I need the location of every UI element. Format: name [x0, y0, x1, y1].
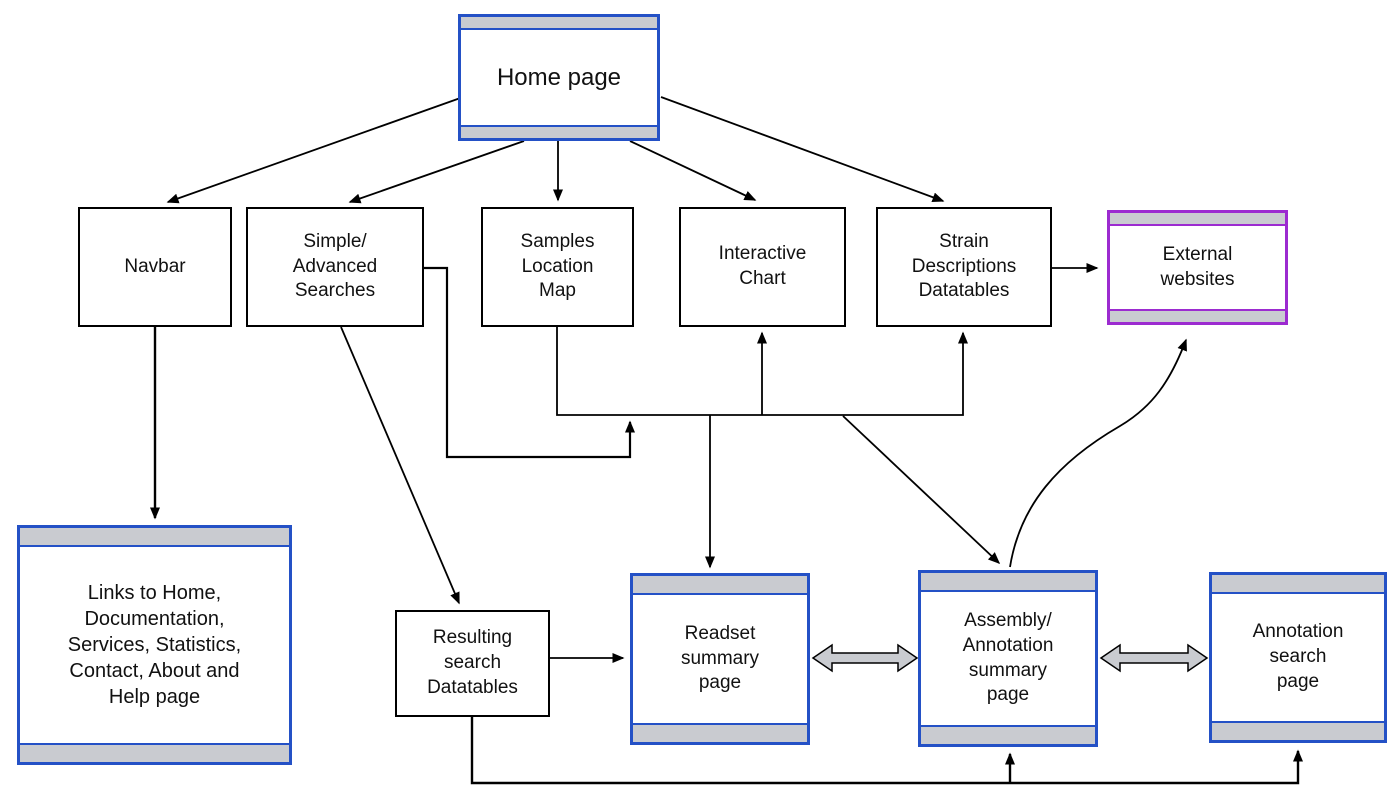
node-external-websites-label: External websites	[1160, 243, 1235, 290]
node-strain-descriptions-datatables-label: Strain Descriptions Datatables	[911, 230, 1017, 302]
window-bottom-bar	[633, 723, 807, 742]
node-resulting-search-datatables-label: Resulting search Datatables	[427, 627, 518, 698]
node-links-page-label: Links to Home, Documentation, Services, …	[67, 582, 242, 708]
node-assembly-annotation-summary-page: Assembly/ Annotation summary page	[918, 570, 1098, 747]
window-bottom-bar	[461, 125, 657, 138]
edge-connector-to-assembly	[842, 415, 1001, 565]
window-top-bar	[633, 576, 807, 595]
edge-home-to-strain	[660, 96, 945, 203]
edge-searches-to-resulting	[340, 326, 460, 605]
block-arrow-readset-assembly	[811, 643, 919, 673]
window-bottom-bar	[1212, 721, 1384, 740]
node-navbar-label: Navbar	[124, 255, 186, 277]
node-strain-descriptions-datatables: Strain Descriptions Datatables	[876, 207, 1052, 327]
node-samples-location-map: Samples Location Map	[481, 207, 634, 327]
node-readset-summary-page-label: Readset summary page	[680, 622, 760, 694]
node-resulting-search-datatables: Resulting search Datatables	[395, 610, 550, 717]
window-bottom-bar	[20, 743, 289, 762]
node-assembly-annotation-summary-page-label: Assembly/ Annotation summary page	[962, 610, 1054, 706]
edge-home-to-searches	[348, 140, 525, 204]
window-top-bar	[921, 573, 1095, 592]
node-navbar: Navbar	[78, 207, 232, 327]
node-simple-advanced-searches-label: Simple/ Advanced Searches	[292, 230, 378, 302]
node-home-page: Home page	[458, 14, 660, 141]
edge-home-to-chart	[629, 140, 757, 201]
node-links-page: Links to Home, Documentation, Services, …	[17, 525, 292, 765]
window-top-bar	[461, 17, 657, 30]
edge-resulting-to-annosearch	[470, 717, 1303, 785]
edge-home-to-navbar	[166, 95, 467, 204]
edge-assembly-to-external	[1009, 338, 1187, 568]
window-top-bar	[1212, 575, 1384, 594]
node-annotation-search-page-label: Annotation search page	[1252, 621, 1344, 692]
edge-searches-to-connector	[424, 266, 635, 459]
edge-map-connector-to-strain	[556, 327, 968, 416]
node-annotation-search-page: Annotation search page	[1209, 572, 1387, 743]
node-interactive-chart-label: Interactive Chart	[718, 243, 807, 289]
block-arrow-assembly-annosearch	[1099, 643, 1209, 673]
node-samples-location-map-label: Samples Location Map	[520, 230, 595, 302]
node-simple-advanced-searches: Simple/ Advanced Searches	[246, 207, 424, 327]
window-top-bar	[20, 528, 289, 547]
node-home-page-label: Home page	[496, 63, 622, 91]
node-interactive-chart: Interactive Chart	[679, 207, 846, 327]
node-external-websites: External websites	[1107, 210, 1288, 325]
window-bottom-bar	[921, 725, 1095, 744]
node-readset-summary-page: Readset summary page	[630, 573, 810, 745]
window-top-bar	[1110, 213, 1285, 226]
window-bottom-bar	[1110, 309, 1285, 322]
